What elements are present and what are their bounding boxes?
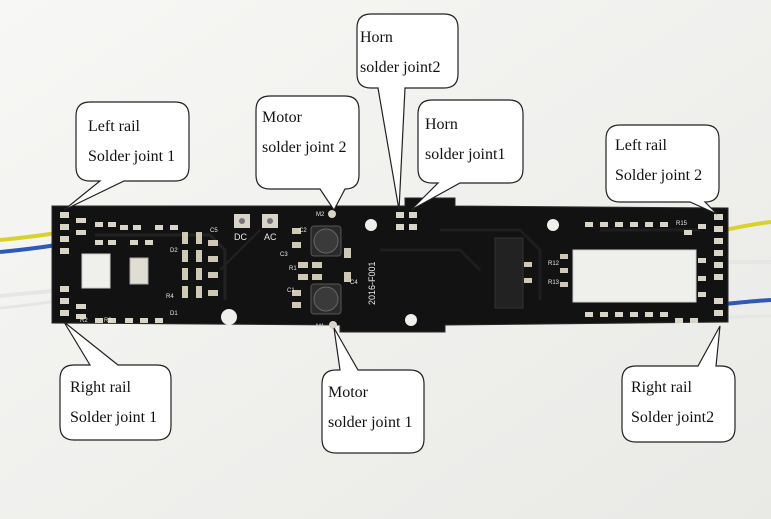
bubble-motor-2 bbox=[255, 95, 360, 212]
mounting-hole-mid2 bbox=[405, 314, 417, 326]
silk-m1: M1 bbox=[316, 324, 325, 330]
bubble-right-rail-2 bbox=[621, 325, 736, 443]
connector-block bbox=[129, 257, 149, 285]
motor-inductor-top bbox=[310, 225, 342, 257]
motor-joint-1-pad bbox=[329, 321, 337, 329]
motor-inductor-bottom bbox=[310, 283, 342, 315]
horn-joint-1-pad bbox=[409, 212, 417, 218]
silk-c1: C1 bbox=[287, 288, 295, 294]
silk-c5: C5 bbox=[210, 228, 218, 234]
bubble-horn-1 bbox=[410, 99, 524, 211]
silk-c3: C3 bbox=[280, 252, 288, 258]
left-cutout bbox=[81, 253, 111, 289]
silk-d1: D1 bbox=[170, 311, 178, 317]
smd-components-mid bbox=[524, 254, 568, 287]
horn-joint-2-pad bbox=[396, 212, 404, 218]
silk-r2: R2 bbox=[80, 318, 88, 324]
silk-r15: R15 bbox=[676, 221, 688, 227]
silk-r1: R1 bbox=[289, 266, 297, 272]
bubble-motor-1 bbox=[321, 327, 425, 454]
left-edge-pads bbox=[60, 212, 178, 323]
right-cutout bbox=[572, 249, 697, 303]
silkscreen-labels: DC AC 2016-F001 M1 M2 D1 D2 R3 R4 R12 R1… bbox=[80, 212, 688, 330]
silk-ac: AC bbox=[264, 232, 277, 242]
smd-components-motor bbox=[292, 228, 351, 308]
right-edge-pads bbox=[585, 214, 723, 323]
silk-r3: R3 bbox=[104, 318, 112, 324]
silk-part-no: 2016-F001 bbox=[367, 261, 377, 305]
silk-c4: C4 bbox=[350, 280, 358, 286]
mounting-hole-mid bbox=[365, 219, 377, 231]
silk-r12: R12 bbox=[548, 261, 560, 267]
silk-dc: DC bbox=[234, 232, 247, 242]
mounting-hole-right bbox=[547, 219, 559, 231]
silk-c2: C2 bbox=[299, 228, 307, 234]
callout-bubbles bbox=[59, 13, 736, 454]
smd-components-left bbox=[182, 232, 218, 298]
silk-m2: M2 bbox=[316, 212, 325, 218]
pcb-board bbox=[51, 197, 729, 333]
silk-d2: D2 bbox=[170, 248, 178, 254]
bubble-left-rail-1 bbox=[63, 101, 190, 211]
mounting-hole-left bbox=[221, 309, 237, 325]
silk-r13: R13 bbox=[548, 280, 560, 286]
bubble-right-rail-1 bbox=[59, 321, 172, 441]
motor-joint-2-pad bbox=[328, 210, 336, 218]
bubble-left-rail-2 bbox=[605, 124, 720, 215]
ic-footprint bbox=[494, 237, 524, 309]
silk-r4: R4 bbox=[166, 294, 174, 300]
bubble-horn-2 bbox=[356, 13, 459, 211]
